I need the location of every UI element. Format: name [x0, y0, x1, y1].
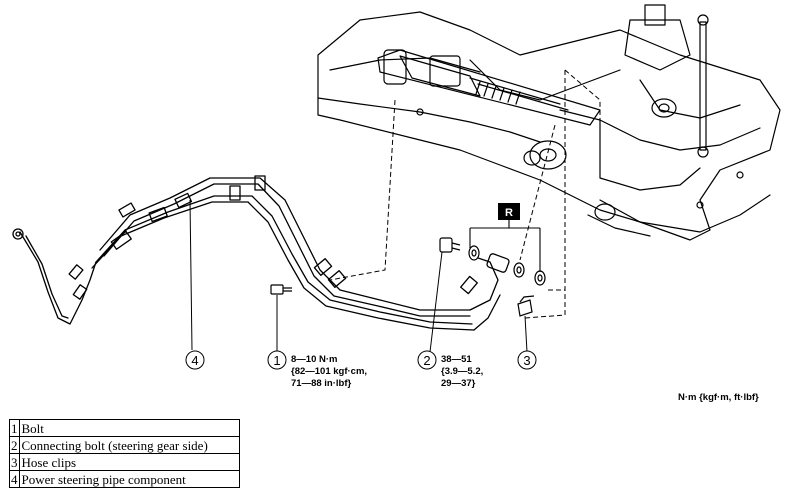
torque-spec-line: 29—37} [441, 378, 476, 389]
legend-label: Bolt [18, 419, 240, 437]
dashed-leaders [329, 69, 601, 319]
callout-4-number: 4 [191, 353, 198, 368]
washer-icon [513, 262, 525, 278]
washer-icon [534, 270, 546, 286]
callout-3: 3 [517, 315, 537, 370]
torque-spec-line: {82—101 kgf·cm, [291, 366, 368, 377]
callout-2-number: 2 [423, 353, 430, 368]
legend-row: 3 Hose clips [9, 453, 240, 471]
callout-3-number: 3 [523, 353, 530, 368]
legend-number: 1 [9, 419, 20, 437]
legend-row: 1 Bolt [9, 419, 240, 437]
bolt-icon [270, 284, 292, 295]
hose-clip-icon [517, 295, 535, 317]
legend-label: Connecting bolt (steering gear side) [18, 436, 240, 454]
washer-icon [468, 245, 480, 261]
replace-marker-label: R [505, 207, 513, 219]
torque-spec-line: 71—88 in·lbf} [291, 378, 352, 389]
callout-1: 1 [267, 295, 287, 370]
torque-spec-bolt: 8—10 N·m {82—101 kgf·cm, 71—88 in·lbf} [291, 354, 367, 390]
connecting-bolt-icon [439, 237, 461, 253]
torque-spec-line: 38—51 [441, 354, 472, 365]
power-steering-pipe [12, 175, 510, 331]
legend-number: 2 [9, 436, 20, 454]
torque-spec-line: {3.9—5.2, [441, 366, 484, 377]
legend-label: Power steering pipe component [18, 470, 240, 488]
torque-spec-connecting-bolt: 38—51 {3.9—5.2, 29—37} [441, 354, 483, 390]
legend-row: 4 Power steering pipe component [9, 470, 240, 488]
callout-2: 2 [417, 251, 443, 370]
legend-row: 2 Connecting bolt (steering gear side) [9, 436, 240, 454]
legend-table: 1 Bolt 2 Connecting bolt (steering gear … [9, 419, 240, 488]
torque-units-note: N·m {kgf·m, ft·lbf} [678, 392, 759, 403]
replace-marker: R [469, 203, 541, 272]
hardware [270, 237, 546, 317]
steering-gear-subframe-assembly [317, 4, 781, 241]
callout-1-number: 1 [273, 353, 280, 368]
callout-4: 4 [185, 199, 205, 370]
legend-number: 4 [9, 470, 20, 488]
legend-number: 3 [9, 453, 20, 471]
legend-label: Hose clips [18, 453, 240, 471]
torque-spec-line: 8—10 N·m [291, 354, 338, 365]
